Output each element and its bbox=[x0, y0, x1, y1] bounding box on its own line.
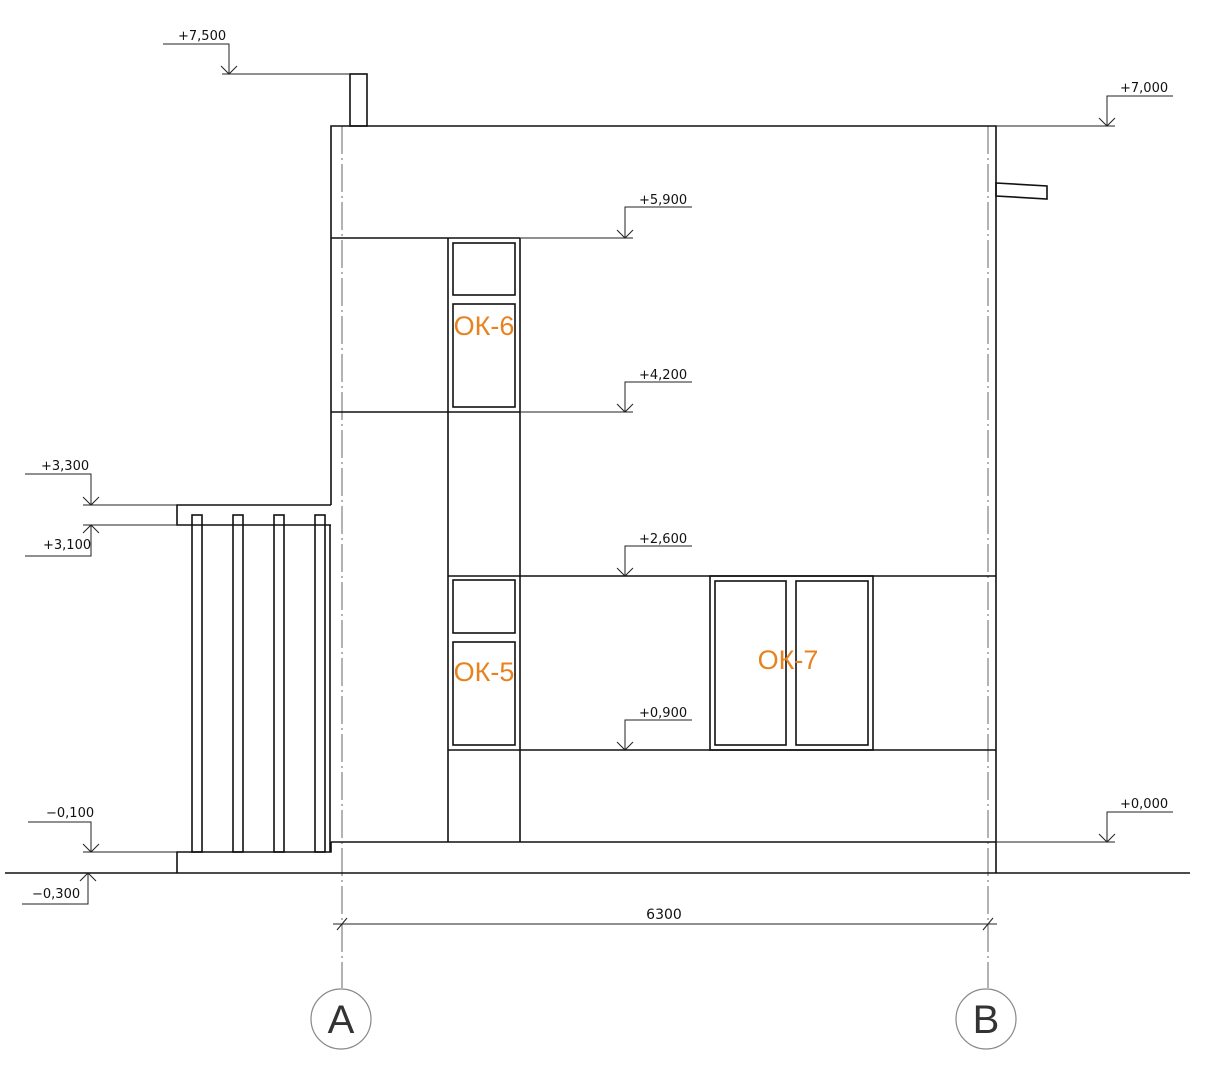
level-marker-4200: +4,200 bbox=[520, 368, 692, 413]
canopy-post bbox=[314, 514, 326, 853]
dimension-label: 6300 bbox=[646, 907, 682, 923]
level-marker-0900: +0,900 bbox=[616, 706, 692, 751]
level-label: +0,000 bbox=[1120, 797, 1168, 812]
canopy-slab bbox=[176, 504, 331, 526]
level-label: +3,100 bbox=[43, 538, 91, 553]
level-label: +2,600 bbox=[639, 532, 687, 547]
level-label: +7,000 bbox=[1120, 81, 1168, 96]
porch-step bbox=[176, 842, 332, 873]
level-marker-5900: +5,900 bbox=[520, 193, 692, 239]
axis-label: B bbox=[973, 998, 1000, 1042]
level-marker-3100: +3,100 bbox=[25, 524, 177, 557]
window-ok7-right-sash bbox=[795, 580, 869, 746]
level-label: +5,900 bbox=[639, 193, 687, 208]
level-label: −0,100 bbox=[46, 806, 94, 821]
canopy-post bbox=[273, 514, 285, 853]
axis-label: A bbox=[328, 998, 355, 1042]
axis-bubble-b: B bbox=[955, 988, 1017, 1050]
window-ok7-frame bbox=[709, 575, 874, 751]
window-ok5-transom bbox=[452, 579, 516, 634]
vent-pipe bbox=[995, 182, 1048, 200]
level-marker-7000: +7,000 bbox=[996, 81, 1173, 127]
level-label: −0,300 bbox=[32, 887, 80, 902]
level-marker-minus-0100: −0,100 bbox=[28, 806, 177, 853]
window-tag-ok7: ОК-7 bbox=[758, 645, 819, 675]
window-tag-ok5: ОК-5 bbox=[454, 657, 515, 687]
window-tag-ok6: ОК-6 bbox=[454, 311, 515, 341]
canopy-post bbox=[232, 514, 244, 853]
canopy-post bbox=[191, 514, 203, 853]
dimension-line: 6300 bbox=[333, 907, 997, 931]
level-label: +7,500 bbox=[178, 29, 226, 44]
window-ok7-left-sash bbox=[714, 580, 787, 746]
window-ok6-transom bbox=[452, 242, 516, 296]
level-marker-0000: +0,000 bbox=[996, 797, 1173, 843]
window-ok6-sash bbox=[452, 303, 516, 408]
level-label: +0,900 bbox=[639, 706, 687, 721]
chimney bbox=[349, 73, 368, 127]
level-marker-7500: +7,500 bbox=[163, 29, 350, 75]
window-ok5-sash bbox=[452, 641, 516, 746]
level-label: +3,300 bbox=[41, 459, 89, 474]
axis-bubble-a: A bbox=[310, 988, 372, 1050]
level-marker-3300: +3,300 bbox=[25, 459, 177, 506]
level-marker-2600: +2,600 bbox=[616, 532, 692, 577]
level-label: +4,200 bbox=[639, 368, 687, 383]
building-outline bbox=[330, 125, 997, 873]
level-marker-minus-0300: −0,300 bbox=[22, 872, 97, 905]
